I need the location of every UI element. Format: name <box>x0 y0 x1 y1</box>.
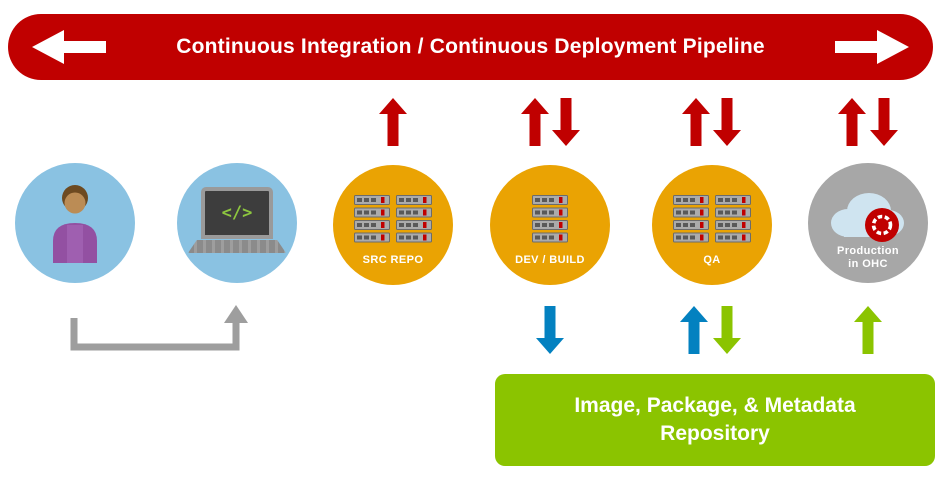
repository-label-line2: Repository <box>660 422 770 445</box>
server-stack-icon <box>673 195 751 245</box>
node-qa: QA <box>652 165 772 285</box>
node-developer <box>15 163 135 283</box>
node-label: QA <box>703 254 721 267</box>
laptop-screen: </> <box>201 187 273 239</box>
developer-to-workstation-connector-icon <box>70 303 252 353</box>
right-arrow-icon <box>835 30 909 64</box>
node-production: Production in OHC <box>808 163 928 283</box>
server-stack-icon <box>354 195 432 245</box>
repository-label-line1: Image, Package, & Metadata <box>574 393 856 417</box>
pipeline-banner: Continuous Integration / Continuous Depl… <box>8 14 933 80</box>
code-glyph: </> <box>221 203 253 223</box>
node-src-repo: SRC REPO <box>333 165 453 285</box>
node-label: Production in OHC <box>808 245 928 273</box>
up-arrow-green-icon <box>854 306 882 354</box>
server-stack-icon <box>532 195 568 245</box>
up-arrow-red-icon <box>521 98 549 146</box>
cloud-openshift-icon <box>822 183 914 249</box>
up-arrow-red-icon <box>379 98 407 146</box>
person-icon <box>43 183 107 263</box>
down-arrow-green-icon <box>713 306 741 354</box>
node-label: DEV / BUILD <box>515 254 585 267</box>
laptop-keyboard <box>188 240 286 253</box>
up-arrow-blue-icon <box>680 306 708 354</box>
node-label-line2: in OHC <box>848 258 888 271</box>
node-label-line1: Production <box>836 244 900 257</box>
pipeline-banner-title: Continuous Integration / Continuous Depl… <box>176 35 765 58</box>
node-workstation: </> <box>177 163 297 283</box>
node-label: SRC REPO <box>362 254 424 267</box>
up-arrow-red-icon <box>838 98 866 146</box>
down-arrow-blue-icon <box>536 306 564 354</box>
left-arrow-icon <box>32 30 106 64</box>
node-dev-build: DEV / BUILD <box>490 165 610 285</box>
up-arrow-red-icon <box>682 98 710 146</box>
down-arrow-red-icon <box>713 98 741 146</box>
down-arrow-red-icon <box>870 98 898 146</box>
laptop-icon: </> <box>188 187 286 253</box>
down-arrow-red-icon <box>552 98 580 146</box>
repository-box: Image, Package, & Metadata Repository <box>495 374 935 466</box>
